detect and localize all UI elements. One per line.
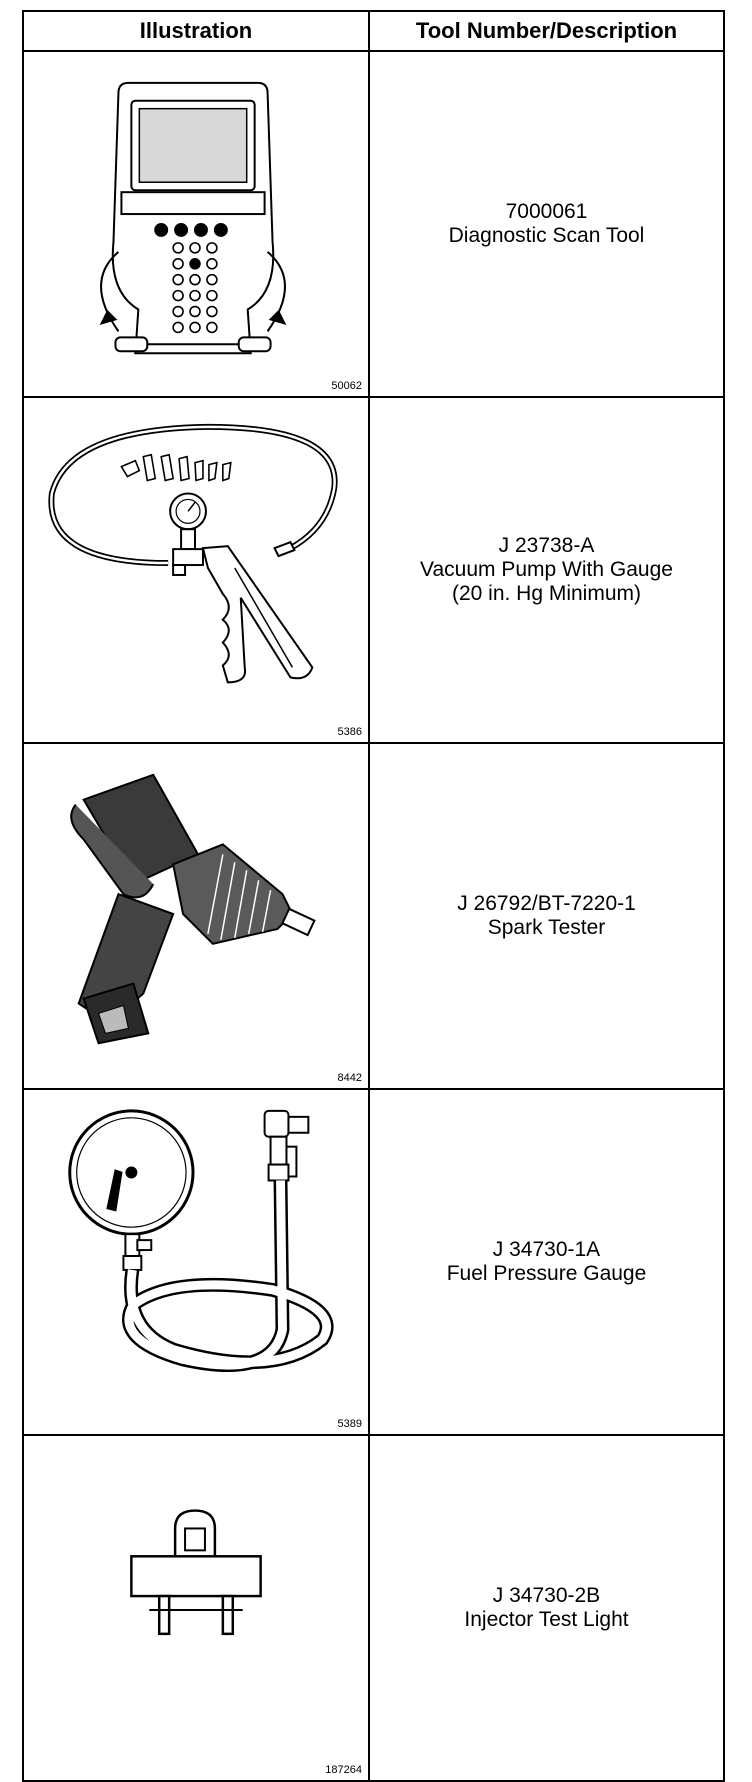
figure-number: 5386: [337, 726, 362, 738]
illustration-cell: 5389: [22, 1088, 370, 1436]
figure-number: 8442: [337, 1072, 362, 1084]
vacuum-pump-icon: [48, 423, 338, 684]
figure-number: 50062: [331, 380, 362, 392]
tool-description: Fuel Pressure Gauge: [446, 1262, 647, 1285]
fuel-pressure-gauge-icon: [68, 1109, 334, 1372]
tool-header: Tool Number/Description: [368, 10, 725, 52]
tool-number: J 23738-A: [498, 534, 595, 557]
tool-description: Injector Test Light: [464, 1608, 629, 1631]
tool-description: Vacuum Pump With Gauge: [420, 558, 673, 581]
table-row: 8442 J 26792/BT-7220-1 Spark Tester: [22, 742, 725, 1090]
tool-number: J 34730-1A: [492, 1238, 601, 1261]
tool-description: Diagnostic Scan Tool: [448, 224, 645, 247]
special-tools-table: Illustration Tool Number/Description: [22, 10, 725, 1782]
tool-description-cell: J 26792/BT-7220-1 Spark Tester: [368, 742, 725, 1090]
illustration-cell: 187264: [22, 1434, 370, 1782]
tool-description-note: (20 in. Hg Minimum): [451, 582, 642, 605]
tool-description-cell: J 34730-2B Injector Test Light: [368, 1434, 725, 1782]
illustration-cell: 50062: [22, 50, 370, 398]
spark-tester-icon: [70, 773, 316, 1045]
table-row: 187264 J 34730-2B Injector Test Light: [22, 1434, 725, 1782]
tool-description-cell: J 34730-1A Fuel Pressure Gauge: [368, 1088, 725, 1436]
tool-description-cell: 7000061 Diagnostic Scan Tool: [368, 50, 725, 398]
tool-number: J 26792/BT-7220-1: [457, 892, 636, 915]
figure-number: 187264: [325, 1764, 362, 1776]
illustration-header: Illustration: [22, 10, 370, 52]
table-row: 5389 J 34730-1A Fuel Pressure Gauge: [22, 1088, 725, 1436]
header-row: Illustration Tool Number/Description: [22, 10, 725, 52]
illustration-cell: 5386: [22, 396, 370, 744]
table-row: 5386 J 23738-A Vacuum Pump With Gauge (2…: [22, 396, 725, 744]
tool-description: Spark Tester: [487, 916, 606, 939]
tool-number: J 34730-2B: [492, 1584, 601, 1607]
tool-number: 7000061: [505, 200, 588, 223]
illustration-cell: 8442: [22, 742, 370, 1090]
diagnostic-scan-tool-icon: [99, 81, 287, 355]
injector-test-light-icon: [130, 1509, 262, 1636]
tool-description-cell: J 23738-A Vacuum Pump With Gauge (20 in.…: [368, 396, 725, 744]
table-row: 50062 7000061 Diagnostic Scan Tool: [22, 50, 725, 398]
figure-number: 5389: [337, 1418, 362, 1430]
